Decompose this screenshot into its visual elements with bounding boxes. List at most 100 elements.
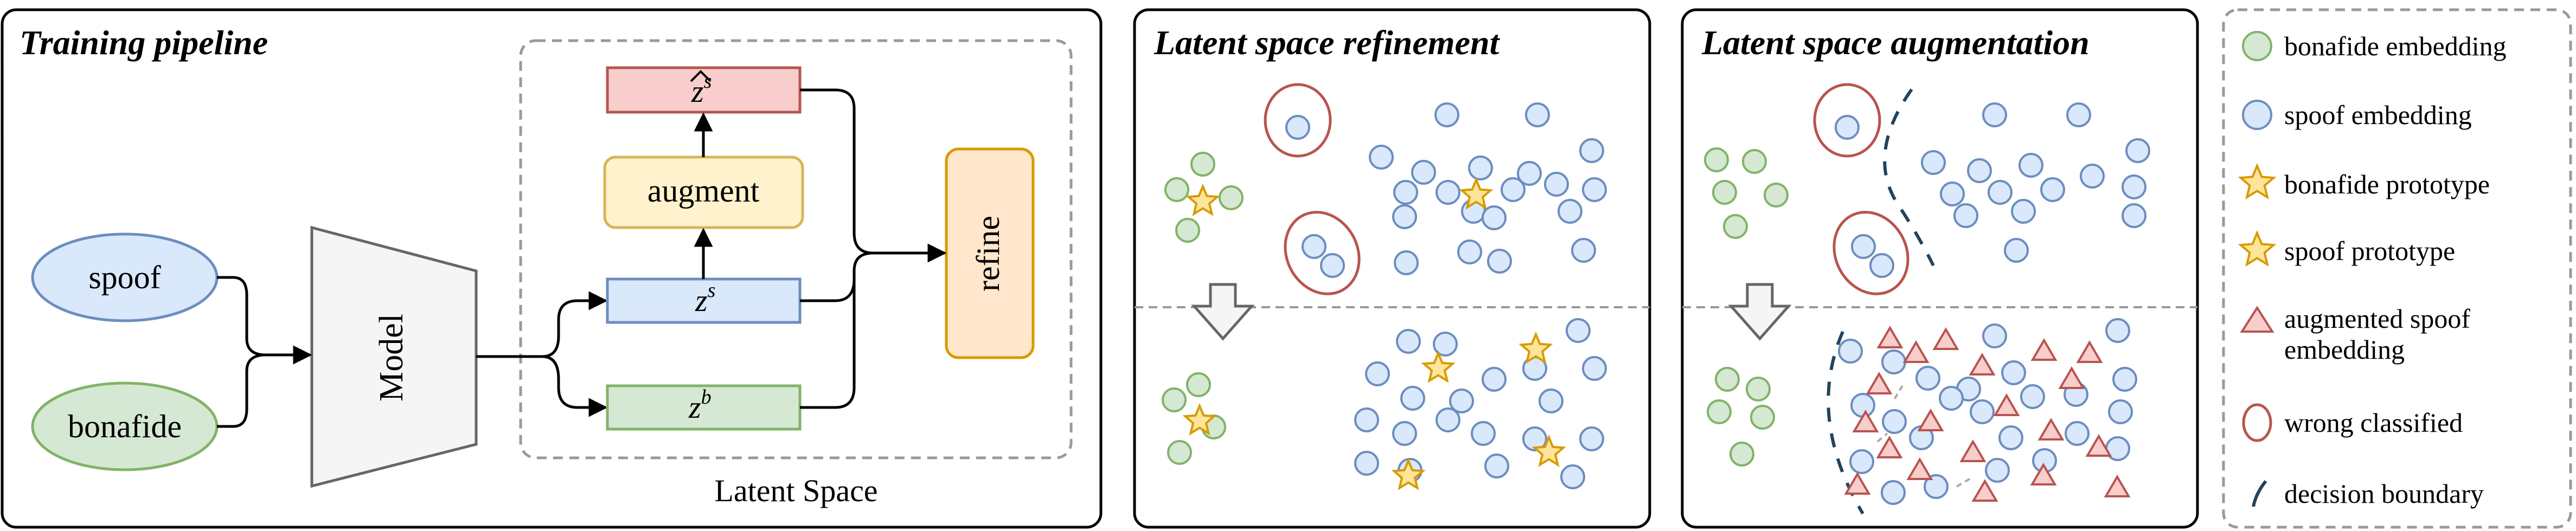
spoof-prototype: [1518, 331, 1553, 364]
spoof-embedding: [1433, 332, 1458, 357]
spoof-embedding: [1369, 145, 1394, 170]
spoof-embedding: [1940, 182, 1965, 206]
spoof-embedding: [1320, 253, 1345, 278]
spoof-embedding: [2065, 421, 2090, 446]
spoof-embedding: [1482, 205, 1507, 230]
augmented-spoof-embedding: [2037, 418, 2065, 441]
spoof-embedding: [1921, 150, 1946, 175]
legend-decision-boundary-label: decision boundary: [2284, 478, 2484, 509]
spoof-embedding: [1566, 318, 1591, 343]
augmented-spoof-embedding: [1917, 409, 1944, 431]
spoof-embedding: [2001, 360, 2026, 385]
z-hat-caret: [690, 70, 712, 82]
bonafide-embedding: [1164, 177, 1189, 202]
spoof-embedding: [1582, 177, 1607, 202]
augmented-spoof-embedding: [2058, 366, 2085, 389]
augmented-spoof-embedding: [2076, 340, 2103, 363]
decision-boundary-top: [1883, 88, 1935, 267]
spoof-embedding: [1882, 409, 1907, 434]
spoof-embedding: [1982, 102, 2007, 127]
training-panel-border: [1, 8, 1103, 529]
spoof-embedding: [1392, 204, 1417, 229]
bonafide-embedding: [1750, 405, 1775, 430]
augmented-spoof-embedding: [1852, 410, 1879, 432]
spoof-embedding: [1869, 253, 1894, 278]
augmented-spoof-embedding: [1876, 326, 1904, 348]
bonafide-embedding: [1219, 185, 1244, 210]
legend-border: [2222, 8, 2572, 529]
spoof-embedding: [1482, 367, 1507, 392]
legend-bonafide-embedding-label: bonafide embedding: [2284, 31, 2507, 61]
spoof-embedding: [1354, 451, 1379, 476]
model-label: Model: [373, 314, 410, 402]
augmented-spoof-embedding: [2104, 475, 2131, 497]
bonafide-prototype: [1186, 183, 1220, 216]
spoof-embedding: [1881, 480, 1906, 505]
spoof-embedding: [1915, 366, 1940, 391]
spoof-embedding: [2122, 203, 2146, 228]
spoof-embedding: [1285, 115, 1310, 140]
spoof-embedding: [1468, 156, 1493, 180]
spoof-prototype: [2238, 230, 2277, 267]
legend-spoof-prototype-label: spoof prototype: [2284, 236, 2455, 266]
spoof-embedding: [1850, 393, 1875, 418]
augment-label: augment: [648, 173, 760, 209]
spoof-embedding: [1517, 161, 1542, 186]
bonafide-embedding: [1742, 149, 1767, 174]
augmented-spoof-embedding: [2030, 463, 2057, 485]
model-block: [310, 225, 478, 488]
z-s-label: zs: [695, 279, 715, 318]
spoof-embedding: [2011, 199, 2036, 224]
spoof-embedding: [1539, 388, 1563, 413]
spoof-embedding: [2125, 138, 2150, 163]
spoof-embedding: [1525, 102, 1550, 127]
model-to-zs-arrow: [476, 291, 608, 358]
spoof-embedding: [1501, 177, 1526, 202]
bonafide-embedding: [1704, 147, 1729, 172]
spoof-embedding: [1302, 234, 1327, 259]
bonafide-embedding: [1712, 180, 1737, 205]
spoof-embedding: [2040, 177, 2065, 202]
spoof-embedding: [1392, 421, 1417, 446]
bonafide-embedding: [1723, 214, 1748, 239]
refinement-panel-title: Latent space refinement: [1154, 23, 1501, 62]
spoof-embedding: [1835, 115, 1860, 140]
legend-augmented-line1: augmented spoof: [2284, 303, 2470, 334]
spoof-embedding: [1394, 250, 1419, 275]
training-panel-title: Training pipeline: [20, 23, 268, 62]
spoof-embedding: [1560, 464, 1585, 489]
model-to-zb-arrow: [542, 355, 608, 417]
spoof-input-label: spoof: [88, 260, 161, 295]
spoof-embedding: [1849, 449, 1874, 474]
spoof-embedding: [2122, 174, 2146, 199]
augmentation-down-arrow: [1728, 283, 1792, 341]
legend-bonafide-embedding-icon: [2242, 31, 2272, 61]
spoof-embedding: [1579, 138, 1604, 163]
augmented-spoof-embedding: [1969, 353, 1996, 375]
spoof-prototype: [1459, 177, 1494, 210]
augmented-spoof-embedding: [1932, 327, 1959, 350]
spoof-embedding: [1985, 458, 2010, 483]
augmented-spoof-embedding: [1993, 393, 2020, 416]
spoof-embedding: [1484, 454, 1509, 478]
legend-spoof-embedding-icon: [2242, 100, 2272, 130]
spoof-embedding: [2066, 102, 2091, 127]
augmented-spoof-embedding: [1906, 457, 1933, 480]
augmented-spoof-embedding: [2030, 338, 2058, 361]
spoof-prototype: [1391, 457, 1426, 490]
spoof-embedding: [1457, 239, 1482, 264]
spoof-embedding: [1434, 102, 1459, 127]
spoof-embedding: [1579, 426, 1604, 451]
refinement-panel-border: [1133, 8, 1651, 529]
refinement-panel: Latent space refinement: [1133, 8, 1651, 529]
spoof-embedding: [1400, 386, 1425, 411]
bonafide-embedding: [1162, 387, 1187, 412]
spoof-embedding: [1365, 361, 1390, 386]
spoof-embedding: [2018, 153, 2043, 178]
spoof-embedding: [2080, 164, 2105, 189]
augmented-spoof-embedding: [1959, 439, 1987, 462]
spoof-embedding: [1571, 238, 1596, 263]
augmented-spoof-embedding: [2085, 434, 2112, 457]
bonafide-embedding: [1764, 183, 1789, 208]
spoof-embedding: [1558, 199, 1582, 224]
